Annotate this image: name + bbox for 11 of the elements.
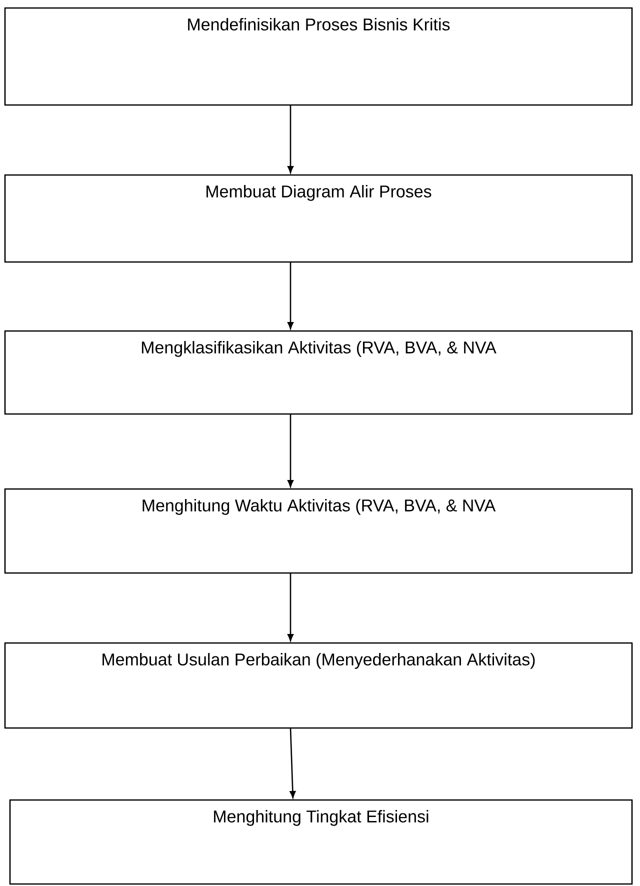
arrow [288,105,294,174]
arrow [288,414,294,488]
process-box: Menghitung Waktu Aktivitas (RVA, BVA, & NVA [4,488,633,574]
process-box: Mendefinisikan Proses Bisnis Kritis [4,7,633,106]
process-box: Membuat Usulan Perbaikan (Menyederhanakan Aktivitas) [4,642,633,729]
process-box: Membuat Diagram Alir Proses [4,174,633,263]
process-box: Menghitung Tingkat Efisiensi [9,799,633,885]
process-box: Mengklasifikasikan Aktivitas (RVA, BVA, & NVA [4,330,633,415]
arrow [288,573,294,642]
arrow [288,262,294,330]
arrow [290,728,296,798]
